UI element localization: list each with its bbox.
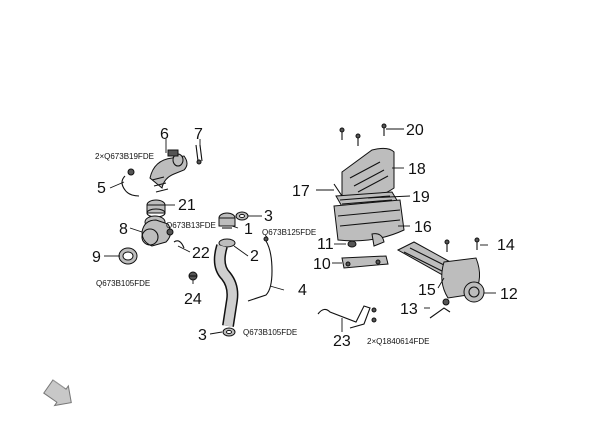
part-10-bracket xyxy=(341,255,389,269)
callout-7: 7 xyxy=(194,126,203,143)
part-22-hose xyxy=(173,240,185,249)
callout-6: 6 xyxy=(160,126,169,143)
callout-24: 24 xyxy=(184,291,202,308)
code-q673b105fde-bottom: Q673B105FDE xyxy=(243,328,297,337)
part-13-bracket xyxy=(429,298,451,319)
part-4-thin-tube xyxy=(247,236,273,302)
callout-10: 10 xyxy=(313,256,331,273)
callout-numbers: 6 7 5 21 8 9 22 24 1 3 2 3 4 17 18 19 16… xyxy=(92,122,518,350)
callout-2: 2 xyxy=(250,248,259,265)
part-20-screws xyxy=(339,123,387,146)
part-24-nut xyxy=(188,271,198,281)
part-2-long-hose xyxy=(213,238,239,327)
callout-17: 17 xyxy=(292,183,310,200)
callout-20: 20 xyxy=(406,122,424,139)
callout-18: 18 xyxy=(408,161,426,178)
callout-8: 8 xyxy=(119,221,128,238)
part-7-clip xyxy=(195,144,203,165)
callout-13: 13 xyxy=(400,301,418,318)
callout-19: 19 xyxy=(412,189,430,206)
part-9-hose-clamp xyxy=(118,247,138,265)
part-16-air-cleaner-housing xyxy=(333,199,405,247)
callout-4: 4 xyxy=(298,282,307,299)
part-11-grommet xyxy=(347,240,357,248)
part-23-bracket xyxy=(317,305,377,329)
callout-22: 22 xyxy=(192,245,210,262)
callout-5: 5 xyxy=(97,180,106,197)
part-1-sensor xyxy=(218,212,236,229)
callout-9: 9 xyxy=(92,249,101,266)
code-q673b125fde: Q673B125FDE xyxy=(262,228,316,237)
code-2x-q673b19fde: 2×Q673B19FDE xyxy=(95,152,154,161)
callout-3-top: 3 xyxy=(264,208,273,225)
callout-3-bottom: 3 xyxy=(198,327,207,344)
callout-11: 11 xyxy=(317,236,334,253)
callout-16: 16 xyxy=(414,219,432,236)
part-5-breather-hose xyxy=(121,168,140,197)
code-q673b105fde-left: Q673B105FDE xyxy=(96,279,150,288)
part-3-washer-top xyxy=(235,211,249,221)
callout-1: 1 xyxy=(244,221,253,238)
callout-15: 15 xyxy=(418,282,436,299)
part-6-intake-elbow xyxy=(149,149,188,193)
callout-21: 21 xyxy=(178,197,196,214)
part-8-throttle-body xyxy=(141,215,174,247)
leader-lines xyxy=(104,128,496,335)
part-12-air-duct xyxy=(441,257,485,303)
callout-23: 23 xyxy=(333,333,351,350)
part-codes: 2×Q673B19FDE Q673B13FDE Q673B105FDE Q673… xyxy=(95,152,430,346)
part-14-screw xyxy=(444,237,480,252)
code-q673b13fde: Q673B13FDE xyxy=(166,221,216,230)
callout-14: 14 xyxy=(497,237,515,254)
part-21-clamp xyxy=(146,199,166,218)
part-3-washer-bottom xyxy=(222,327,236,337)
next-page-arrow-icon[interactable] xyxy=(41,377,78,413)
code-2x-q1840614fde: 2×Q1840614FDE xyxy=(367,337,430,346)
callout-12: 12 xyxy=(500,286,518,303)
